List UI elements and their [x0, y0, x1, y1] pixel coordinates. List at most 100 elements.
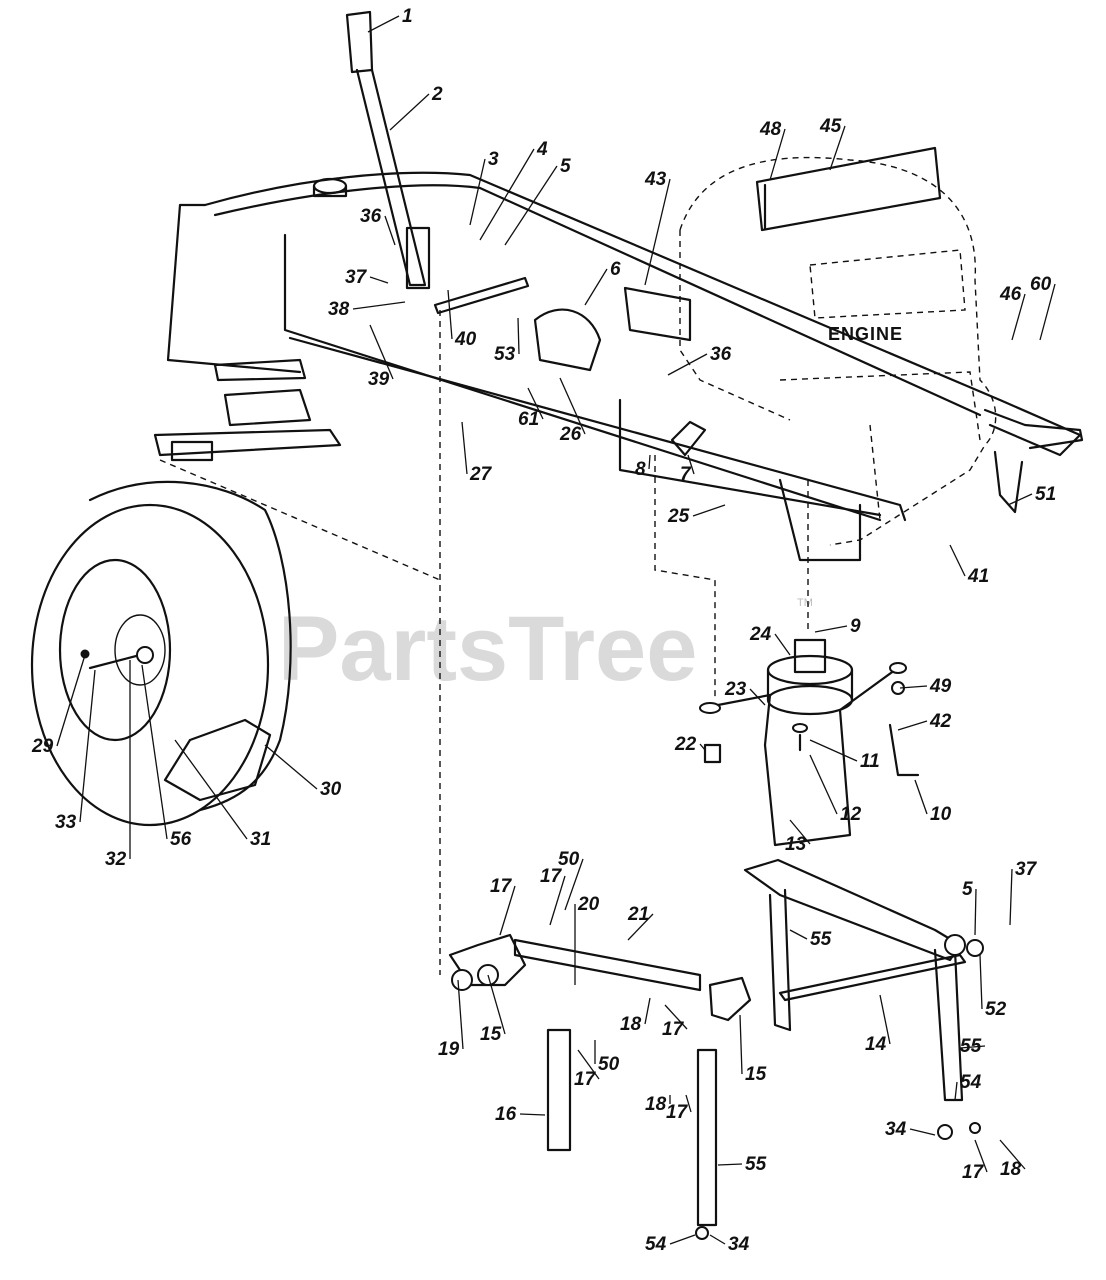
callout-leader-23: [749, 688, 766, 706]
callout-leader-37: [369, 276, 389, 284]
callout-leader-45: [829, 125, 846, 171]
callout-17: 17: [662, 1019, 685, 1040]
callout-leader-21: [627, 913, 654, 941]
callout-50: 50: [598, 1054, 620, 1075]
callout-40: 40: [454, 329, 477, 350]
callout-leader-17: [577, 1049, 600, 1080]
callout-7: 7: [680, 464, 692, 485]
callout-32: 32: [105, 849, 127, 870]
callout-leader-15: [739, 1014, 743, 1075]
callout-leader-55: [959, 1045, 986, 1049]
callout-leader-9: [814, 625, 848, 633]
callout-30: 30: [320, 779, 342, 800]
callout-37: 37: [345, 267, 368, 288]
callout-leader-17: [664, 1004, 688, 1030]
callout-43: 43: [644, 169, 667, 190]
pulley-assembly: [699, 638, 907, 847]
callout-25: 25: [667, 506, 690, 527]
segment-plate: [533, 308, 602, 372]
callout-leader-29: [56, 654, 86, 747]
callout-leader-6: [584, 268, 608, 306]
callout-leader-42: [897, 720, 928, 731]
callout-leader-43: [644, 178, 671, 286]
callout-leader-53: [517, 317, 520, 355]
callout-18: 18: [1000, 1159, 1022, 1180]
callout-leader-40: [447, 289, 453, 340]
engine-label: ENGINE: [828, 324, 903, 344]
callout-17: 17: [490, 876, 513, 897]
callout-leader-31: [174, 739, 248, 840]
callout-5: 5: [560, 156, 571, 177]
callout-leader-39: [369, 324, 394, 380]
callout-leader-48: [769, 128, 786, 181]
callout-leader-50: [564, 858, 584, 911]
callout-26: 26: [559, 424, 582, 445]
callout-36: 36: [360, 206, 382, 227]
callout-19: 19: [438, 1039, 460, 1060]
callout-leader-55: [789, 929, 808, 940]
callout-18: 18: [645, 1094, 667, 1115]
callout-leader-17: [549, 875, 566, 926]
callout-2: 2: [431, 84, 443, 105]
callout-38: 38: [328, 299, 350, 320]
rod-27: [433, 276, 530, 315]
callout-27: 27: [469, 464, 493, 485]
callout-29: 29: [31, 736, 54, 757]
callout-leader-18: [999, 1139, 1026, 1170]
callout-34: 34: [728, 1234, 750, 1255]
callout-37: 37: [1015, 859, 1038, 880]
callout-15: 15: [745, 1064, 767, 1085]
callout-17: 17: [666, 1102, 689, 1123]
callout-leader-34: [909, 1128, 936, 1136]
callout-9: 9: [850, 616, 861, 637]
callout-8: 8: [635, 459, 646, 480]
callout-60: 60: [1030, 274, 1052, 295]
callout-leader-54: [954, 1081, 958, 1101]
callout-14: 14: [865, 1034, 887, 1055]
engine-outline: ENGINE: [679, 156, 997, 546]
callout-leader-14: [879, 994, 891, 1045]
pulley-hardware: [703, 681, 920, 777]
callout-leader-5: [504, 165, 558, 246]
callout-23: 23: [724, 679, 747, 700]
callout-leader-37: [1009, 868, 1013, 926]
callout-11: 11: [860, 751, 880, 772]
front-axle: [153, 358, 342, 462]
callout-leader-61: [527, 387, 544, 420]
fuel-tank-decal: [755, 146, 942, 232]
callout-leader-55: [717, 1163, 743, 1166]
callout-leader-33: [79, 669, 96, 823]
callout-16: 16: [495, 1104, 517, 1125]
watermark: PartsTree: [278, 598, 697, 700]
callout-42: 42: [929, 711, 952, 732]
callout-leader-36: [384, 215, 396, 246]
callout-55: 55: [810, 929, 832, 950]
callout-leader-25: [692, 504, 726, 517]
callout-leader-1: [367, 15, 400, 33]
callout-leader-26: [559, 377, 586, 435]
callout-54: 54: [645, 1234, 667, 1255]
callout-31: 31: [250, 829, 271, 850]
callout-leader-24: [774, 633, 791, 656]
callout-49: 49: [929, 676, 952, 697]
callout-55: 55: [745, 1154, 767, 1175]
callout-leader-3: [469, 158, 486, 226]
callout-leader-27: [461, 421, 468, 475]
callout-leader-5: [974, 888, 977, 936]
shift-lever: [345, 10, 431, 290]
callout-leader-13: [789, 819, 811, 845]
callout-leader-15: [487, 974, 506, 1035]
callout-leader-12: [809, 754, 838, 815]
callout-leader-56: [141, 664, 168, 840]
callout-20: 20: [577, 894, 600, 915]
callout-leader-38: [352, 301, 406, 310]
callout-leader-16: [519, 1113, 546, 1116]
callout-51: 51: [1035, 484, 1056, 505]
wheel-hub-hardware: [88, 646, 154, 670]
callout-45: 45: [819, 116, 842, 137]
callout-15: 15: [480, 1024, 502, 1045]
callout-5: 5: [962, 879, 973, 900]
callout-53: 53: [494, 344, 516, 365]
callout-6: 6: [610, 259, 621, 280]
